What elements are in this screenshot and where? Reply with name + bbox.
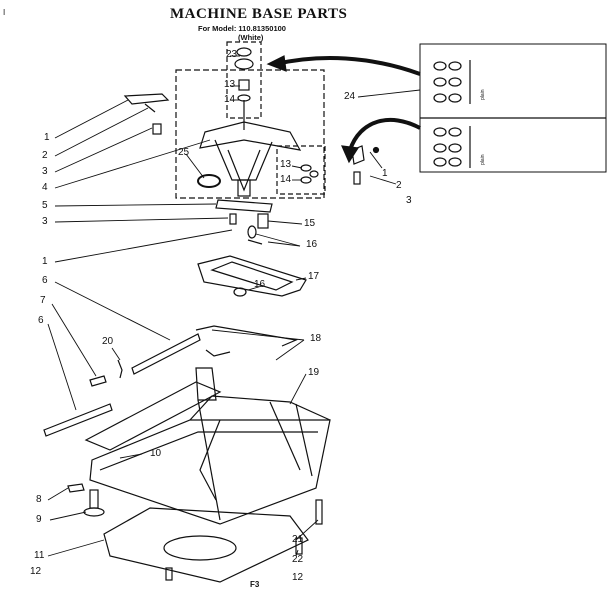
- callout-10: 10: [150, 448, 162, 459]
- hub-stack: [234, 47, 254, 130]
- dashed-assembly-box: [175, 69, 325, 199]
- callout-5: 5: [42, 200, 48, 211]
- callout-2: 2: [396, 180, 402, 191]
- dashed-hub-box: [226, 41, 262, 119]
- arrow-to-pin: [348, 118, 421, 151]
- inset-upper-label: plain: [480, 89, 486, 100]
- callout-12: 12: [30, 566, 42, 577]
- callout-3: 3: [406, 195, 412, 206]
- machine-base-frame: [84, 325, 331, 525]
- callout-11: 11: [34, 550, 45, 561]
- callout-2: 2: [42, 150, 48, 161]
- callout-17: 17: [308, 271, 320, 282]
- callout-4: 4: [42, 182, 48, 193]
- callout-19: 19: [308, 367, 320, 378]
- base-tray: [197, 255, 307, 297]
- corner-mark: I: [3, 8, 6, 17]
- inset-upper-parts: [433, 60, 471, 104]
- color-line: (White): [238, 33, 264, 42]
- callout-18: 18: [310, 333, 322, 344]
- callout-6: 6: [42, 275, 48, 286]
- callout-21: 21: [292, 534, 304, 545]
- slide-rails: [43, 333, 201, 437]
- callout-9: 9: [36, 514, 42, 525]
- callout-25: 25: [178, 147, 190, 158]
- callout-16: 16: [254, 279, 266, 290]
- inset-box: [419, 43, 607, 173]
- callout-1: 1: [382, 168, 388, 179]
- leader-lines: [47, 55, 421, 557]
- model-line: For Model: 110.81350100: [198, 24, 286, 33]
- callout-6: 6: [38, 315, 44, 326]
- arrow-to-hub: [275, 56, 421, 76]
- callout-14: 14: [224, 94, 236, 105]
- callout-3: 3: [42, 216, 48, 227]
- callout-12: 12: [292, 572, 304, 583]
- upper-left-bracket: [123, 93, 170, 135]
- callout-23: 23: [226, 49, 238, 60]
- callout-15: 15: [304, 218, 316, 229]
- inset-lower-parts: [433, 126, 471, 168]
- callout-7: 7: [40, 295, 46, 306]
- pins-right: [300, 145, 380, 185]
- gearcase-spider: [197, 121, 302, 197]
- page-title: MACHINE BASE PARTS: [170, 6, 348, 22]
- callout-22: 22: [292, 554, 304, 565]
- mounting-bar: [215, 199, 273, 245]
- callout-13: 13: [280, 159, 292, 170]
- bottom-plate: [103, 507, 309, 583]
- dashed-pin-box: [276, 145, 326, 195]
- callout-13: 13: [224, 79, 236, 90]
- leveling-leg: [67, 483, 105, 517]
- callout-1: 1: [44, 132, 50, 143]
- right-bolts: [165, 499, 323, 581]
- page-code: F3: [250, 580, 260, 589]
- callout-24: 24: [344, 91, 356, 102]
- callout-20: 20: [102, 336, 114, 347]
- callout-3: 3: [42, 166, 48, 177]
- callout-14: 14: [280, 174, 292, 185]
- callout-8: 8: [36, 494, 42, 505]
- inset-lower-label: plain: [480, 154, 486, 165]
- callout-16: 16: [306, 239, 318, 250]
- callout-1: 1: [42, 256, 48, 267]
